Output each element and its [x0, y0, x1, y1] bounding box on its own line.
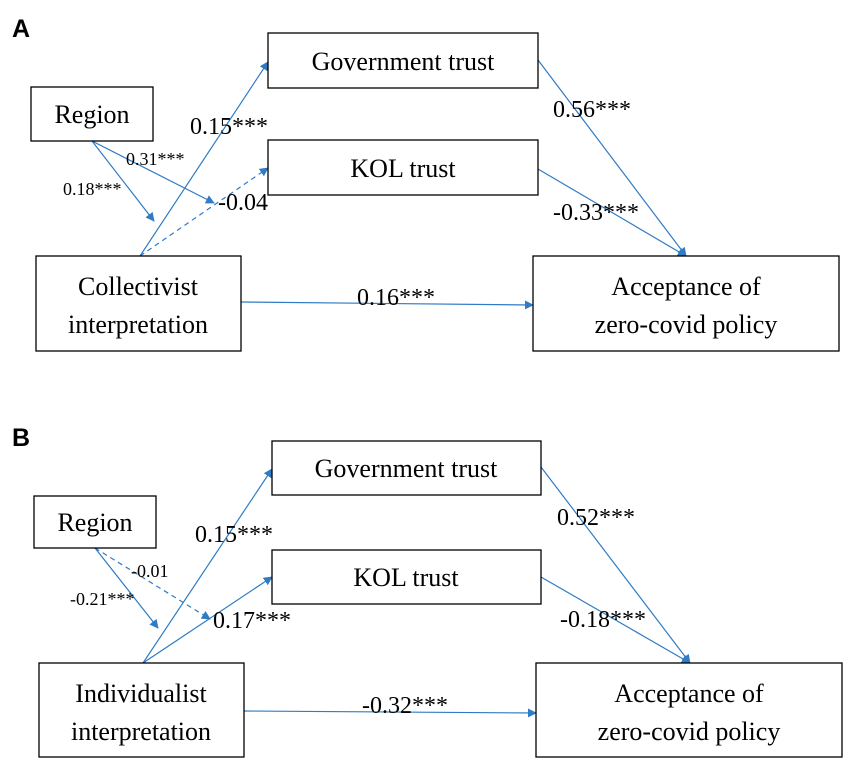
arrow-kol-to-outcome: [540, 576, 691, 664]
arrow-predictor-to-government: [139, 61, 269, 257]
government-trust-box: [267, 32, 539, 89]
arrow-predictor-to-government: [142, 468, 273, 664]
coef-predictor-to-outcome: 0.16***: [357, 285, 435, 311]
predictor-label-line1: Collectivist: [78, 272, 199, 301]
coef-kol-to-outcome: -0.33***: [553, 200, 639, 226]
coef-predictor-to-outcome: -0.32***: [362, 693, 448, 719]
coef-region-to-kol-path: -0.01: [131, 561, 169, 581]
region-box: [33, 495, 157, 549]
predictor-label-line2: interpretation: [68, 310, 208, 339]
outcome-box: [532, 255, 840, 352]
region-label: Region: [54, 100, 129, 129]
predictor-box: [38, 662, 245, 758]
coef-region-to-predictor: -0.21***: [70, 589, 135, 609]
arrow-region-to-predictor: [91, 140, 155, 222]
outcome-box: [535, 662, 843, 758]
arrow-region-to-kol-path: [91, 140, 215, 204]
outcome-label-line1: Acceptance of: [614, 679, 764, 708]
region-label: Region: [57, 508, 132, 537]
panel-b: B Government trust KOL trust Region Indi…: [12, 424, 843, 758]
arrow-predictor-to-kol: [139, 167, 269, 257]
coef-government-to-outcome: 0.56***: [553, 97, 631, 123]
panel-a-label: A: [12, 15, 30, 43]
government-trust-label: Government trust: [312, 47, 495, 76]
arrow-predictor-to-outcome: [243, 708, 537, 718]
government-trust-box: [271, 440, 542, 496]
panel-b-label: B: [12, 424, 30, 452]
arrow-government-to-outcome: [537, 59, 687, 257]
predictor-label-line2: interpretation: [71, 717, 211, 746]
arrow-region-to-predictor: [94, 547, 159, 629]
outcome-label-line1: Acceptance of: [611, 272, 761, 301]
coef-region-to-predictor: 0.18***: [63, 179, 122, 199]
outcome-label-line2: zero-covid policy: [595, 310, 778, 339]
outcome-label-line2: zero-covid policy: [598, 717, 781, 746]
arrow-region-to-kol-path: [94, 547, 211, 620]
arrow-government-to-outcome: [540, 466, 691, 664]
arrow-kol-to-outcome: [537, 168, 687, 257]
kol-trust-label: KOL trust: [350, 154, 456, 183]
government-trust-label: Government trust: [315, 454, 498, 483]
predictor-label-line1: Individualist: [75, 679, 207, 708]
coef-government-to-outcome: 0.52***: [557, 505, 635, 531]
region-box: [30, 86, 154, 142]
coef-predictor-to-kol: 0.17***: [213, 608, 291, 634]
coef-region-to-kol-path: 0.31***: [126, 149, 185, 169]
coef-kol-to-outcome: -0.18***: [560, 607, 646, 633]
kol-trust-label: KOL trust: [353, 563, 459, 592]
panel-a: A Government trust KOL trust Region Coll…: [12, 15, 840, 352]
coef-predictor-to-government: 0.15***: [195, 522, 273, 548]
kol-trust-box: [267, 139, 539, 196]
coef-predictor-to-kol: -0.04: [218, 190, 268, 216]
kol-trust-box: [271, 549, 542, 605]
arrow-predictor-to-kol: [142, 576, 273, 664]
coef-predictor-to-government: 0.15***: [190, 114, 268, 140]
predictor-box: [35, 255, 242, 352]
arrow-predictor-to-outcome: [240, 300, 534, 310]
